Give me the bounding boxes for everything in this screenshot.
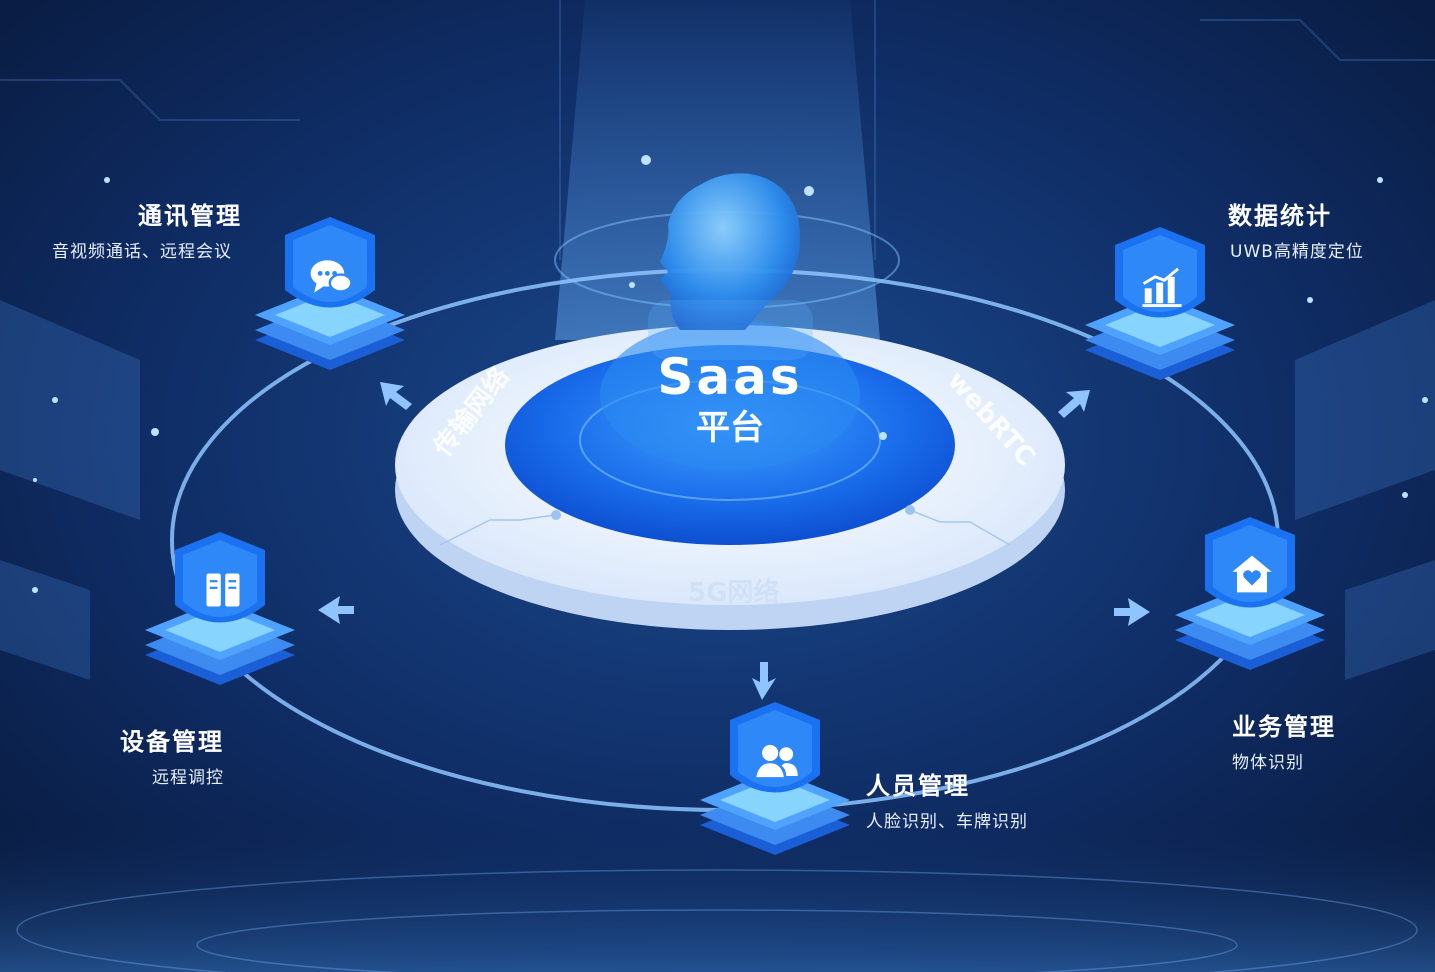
ring-label-network: 5G网络 — [688, 578, 780, 608]
device-node[interactable] — [135, 520, 305, 710]
platform-title: Saas — [657, 348, 803, 406]
platform-subtitle: 平台 — [696, 408, 764, 448]
device-node-graphic — [145, 532, 295, 685]
device-title: 设备管理 — [120, 728, 224, 756]
business-title: 业务管理 — [1232, 713, 1336, 741]
data-node-graphic — [1085, 227, 1235, 380]
device-subtitle: 远程调控 — [152, 768, 224, 788]
server-icon — [206, 573, 240, 607]
data-title: 数据统计 — [1228, 202, 1332, 230]
data-node[interactable] — [1075, 215, 1245, 405]
business-subtitle: 物体识别 — [1232, 753, 1304, 773]
people-node-graphic — [700, 702, 850, 855]
business-node-graphic — [1175, 517, 1325, 670]
people-node[interactable] — [690, 690, 860, 880]
comm-subtitle: 音视频通话、远程会议 — [52, 242, 232, 262]
chat-icon — [310, 260, 353, 293]
business-node[interactable] — [1165, 505, 1335, 695]
people-title: 人员管理 — [866, 772, 970, 800]
bar-chart-icon — [1142, 267, 1182, 307]
comm-node[interactable] — [245, 205, 415, 395]
users-icon — [756, 744, 798, 778]
people-subtitle: 人脸识别、车牌识别 — [866, 812, 1028, 832]
comm-title: 通讯管理 — [138, 202, 242, 230]
data-subtitle: UWB高精度定位 — [1230, 242, 1364, 262]
house-heart-icon — [1232, 555, 1272, 593]
